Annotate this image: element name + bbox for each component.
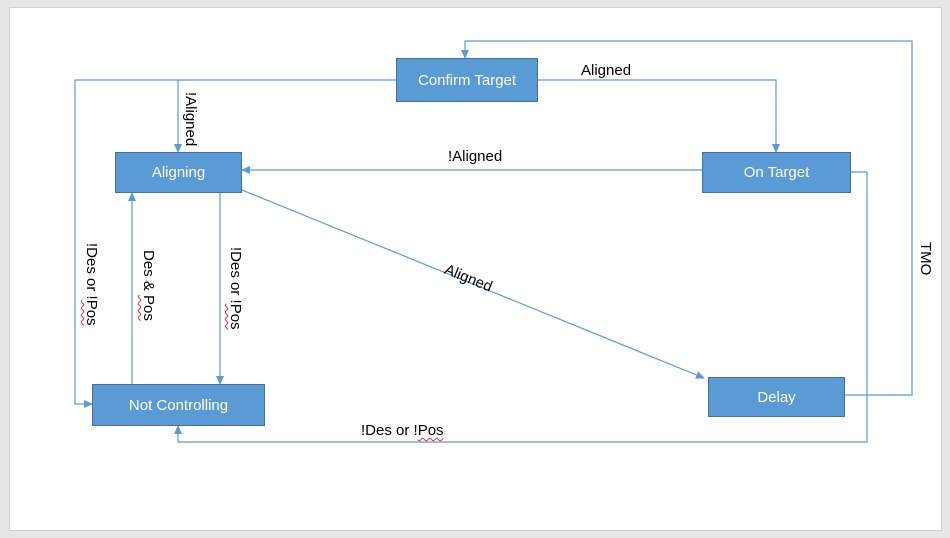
label-notcontrolling-to-aligning: Des & Pos: [140, 250, 157, 321]
label-confirm-to-notcontrolling-text: !Des or !: [83, 243, 100, 300]
state-confirm-target: Confirm Target: [396, 58, 538, 102]
arrow-confirm-to-notcontrolling: [74, 79, 178, 408]
arrow-delay-to-confirm: [461, 40, 913, 396]
label-confirm-to-notcontrolling: !Des or !Pos: [83, 243, 100, 326]
state-aligning: Aligning: [115, 152, 242, 193]
label-ontarget-to-notcontrolling: !Des or !Pos: [361, 423, 444, 439]
label-notcontrolling-to-aligning-text: Des &: [140, 250, 157, 296]
label-notcontrolling-to-aligning-pos: Pos: [140, 295, 157, 321]
arrow-confirm-to-aligning: [174, 79, 396, 153]
arrow-ontarget-to-notcontrolling: [174, 171, 868, 443]
arrow-confirm-to-ontarget: [537, 79, 780, 153]
label-aligning-to-notcontrolling-pos: Pos: [227, 303, 244, 330]
label-ontarget-to-aligning: !Aligned: [448, 148, 503, 165]
arrow-aligning-to-delay: [241, 189, 705, 379]
label-aligning-to-notcontrolling: !Des or !Pos: [227, 247, 244, 330]
label-confirm-to-notcontrolling-pos: Pos: [83, 299, 100, 326]
state-delay: Delay: [708, 377, 845, 417]
label-ontarget-to-notcontrolling-text: !Des or !: [361, 422, 418, 439]
state-on-target: On Target: [702, 152, 851, 193]
label-confirm-to-ontarget: Aligned: [581, 62, 632, 79]
label-aligning-to-notcontrolling-text: !Des or !: [227, 247, 244, 304]
label-delay-to-confirm: TMO: [917, 242, 934, 276]
label-ontarget-to-notcontrolling-pos: Pos: [417, 422, 444, 439]
state-not-controlling: Not Controlling: [92, 384, 265, 426]
label-confirm-to-aligning: !Aligned: [182, 92, 199, 147]
